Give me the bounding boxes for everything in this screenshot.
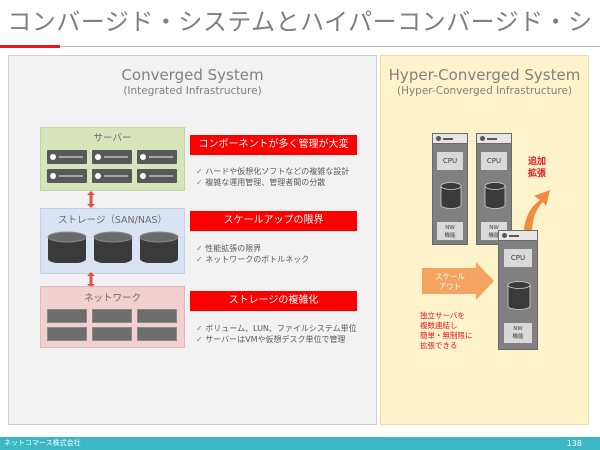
server-unit: [92, 169, 132, 183]
issue-label-storage: ストレージの複雑化: [190, 291, 357, 311]
disk-icon: [484, 182, 506, 209]
scale-out-note: 独立サーバを 複数連結し 簡単・無制限に 拡張できる: [420, 311, 473, 350]
converged-title-block: Converged System (Integrated Infrastruct…: [8, 66, 377, 98]
server-group: サーバー: [40, 127, 185, 191]
cpu-label: CPU: [437, 152, 463, 170]
disk-icon: [139, 231, 179, 263]
server-unit: [92, 150, 132, 164]
company-name: ネットコマース株式会社: [4, 439, 81, 447]
issue-label-scaleup: スケールアップの限界: [190, 211, 357, 231]
disk-icon: [93, 231, 133, 263]
issue-bullets-scaleup: 性能拡張の限界 ネットワークのボトルネック: [196, 243, 309, 265]
scale-out-label: スケールアウト: [435, 272, 465, 291]
server-unit: [137, 169, 177, 183]
network-switch: [137, 309, 177, 323]
converged-subtitle: (Integrated Infrastructure): [123, 85, 262, 97]
server-unit: [137, 150, 177, 164]
disk-icon: [507, 281, 531, 310]
issue-bullets-storage: ボリューム、LUN、ファイルシステム単位 サーバーはVMや仮想デスク単位で管理: [196, 323, 357, 345]
server-unit: [47, 150, 87, 164]
bullet-item: サーバーはVMや仮想デスク単位で管理: [196, 334, 357, 345]
title-underline: [0, 45, 600, 48]
connector-arrow: [87, 191, 95, 208]
bullet-item: ネットワークのボトルネック: [196, 254, 309, 265]
issue-bullets-management: ハードや仮想化ソフトなどの複雑な設計 複雑な運用管理、管理者間の分散: [196, 166, 349, 188]
footer-bar: ネットコマース株式会社 138: [0, 437, 600, 450]
storage-group: ストレージ（SAN/NAS）: [40, 208, 185, 274]
hyper-converged-panel: [380, 55, 589, 425]
network-switch: [92, 309, 132, 323]
bullet-item: ハードや仮想化ソフトなどの複雑な設計: [196, 166, 349, 177]
cpu-label: CPU: [481, 152, 507, 170]
storage-label: ストレージ（SAN/NAS）: [58, 215, 167, 226]
cpu-label: CPU: [504, 249, 532, 267]
bullet-item: ボリューム、LUN、ファイルシステム単位: [196, 323, 356, 334]
bullet-item: 複雑な運用管理、管理者間の分散: [196, 177, 349, 188]
disk-icon: [47, 231, 87, 263]
network-label: ネットワーク: [83, 293, 141, 304]
connector-arrow: [87, 272, 95, 288]
issue-label-management: コンポーネントが多く管理が大変: [190, 135, 357, 155]
bullet-item: 性能拡張の限界: [196, 243, 309, 254]
network-switch: [92, 327, 132, 341]
server-unit: [47, 169, 87, 183]
slide-title: コンバージド・システムとハイパーコンバージド・システム: [7, 8, 593, 80]
hyper-converged-title-block: Hyper-Converged System (Hyper-Converged …: [380, 66, 589, 98]
network-switch: [47, 309, 87, 323]
hyper-converged-subtitle: (Hyper-Converged Infrastructure): [396, 85, 573, 97]
network-group: ネットワーク: [40, 286, 185, 348]
disk-icon: [440, 182, 462, 209]
server-label: サーバー: [93, 133, 132, 144]
hyper-converged-title: Hyper-Converged System: [388, 66, 581, 84]
scale-up-label: 追加拡張: [528, 157, 547, 179]
scale-up-arrow: [524, 190, 550, 230]
network-switch: [137, 327, 177, 341]
network-switch: [47, 327, 87, 341]
converged-title: Converged System: [121, 66, 264, 84]
scale-out-arrow: [422, 262, 494, 300]
page-number: 138: [566, 439, 582, 448]
